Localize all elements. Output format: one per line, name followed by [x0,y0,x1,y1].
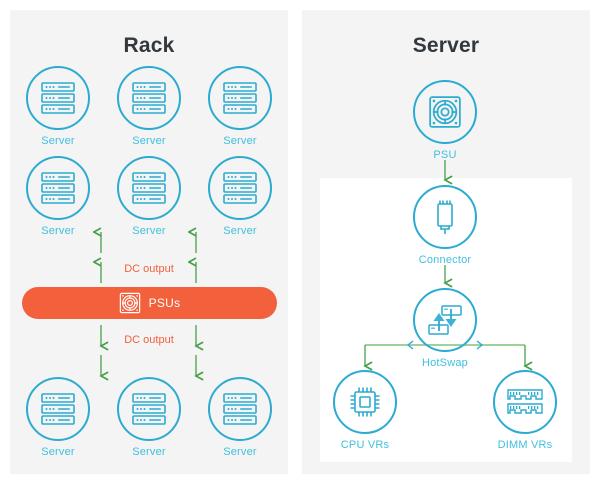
server-circle [26,156,90,220]
server-caption: Server [132,225,166,237]
rack-server-node[interactable]: Server [117,377,181,458]
server-circle [117,66,181,130]
rack-server-node[interactable]: Server [208,66,272,147]
psus-bar[interactable]: PSUs [22,287,277,319]
server-caption: Server [132,446,166,458]
hotswap-circle [413,288,477,352]
server-circle [208,66,272,130]
cpu-vrs-node[interactable]: CPU VRs [333,370,397,451]
psu-circle [413,80,477,144]
psus-label: PSUs [148,296,181,310]
rack-panel-title: Rack [123,34,175,57]
server-caption: Server [223,135,257,147]
server-caption: Server [41,135,75,147]
server-caption: Server [132,135,166,147]
psu-fan-icon [119,292,140,314]
dc-output-up-label: DC output [124,263,174,275]
connector-node[interactable]: Connector [413,185,477,266]
server-panel-title: Server [412,34,480,57]
server-circle [117,377,181,441]
server-rack-icon [132,172,166,204]
psu-caption: PSU [433,149,457,161]
server-rack-icon [41,172,75,204]
cpu-vrs-caption: CPU VRs [340,439,390,451]
rack-server-node[interactable]: Server [26,66,90,147]
dimm-vrs-circle [493,370,557,434]
dimm-vrs-caption: DIMM VRs [497,439,553,451]
psu-node[interactable]: PSU [413,80,477,161]
cpu-chip-icon [350,387,380,417]
rack-server-node[interactable]: Server [208,377,272,458]
server-caption: Server [223,225,257,237]
server-rack-icon [223,82,257,114]
server-circle [117,156,181,220]
psu-fan-icon [429,96,461,128]
server-circle [26,66,90,130]
server-caption: Server [41,446,75,458]
server-rack-icon [41,393,75,425]
server-rack-icon [223,393,257,425]
dc-output-down-label: DC output [124,334,174,346]
server-rack-icon [132,82,166,114]
hotswap-arrows-icon [428,305,462,335]
connector-plug-icon [437,200,453,234]
dimm-vrs-node[interactable]: DIMM VRs [493,370,557,451]
dimm-memory-icon [507,389,543,414]
server-rack-icon [132,393,166,425]
server-rack-icon [41,82,75,114]
hotswap-caption: HotSwap [421,357,469,369]
rack-server-node[interactable]: Server [26,377,90,458]
cpu-vrs-circle [333,370,397,434]
server-circle [26,377,90,441]
rack-server-node[interactable]: Server [208,156,272,237]
rack-server-node[interactable]: Server [26,156,90,237]
server-circle [208,377,272,441]
server-caption: Server [41,225,75,237]
server-rack-icon [223,172,257,204]
hotswap-node[interactable]: HotSwap [413,288,477,369]
server-circle [208,156,272,220]
rack-server-node[interactable]: Server [117,66,181,147]
connector-caption: Connector [418,254,472,266]
server-caption: Server [223,446,257,458]
connector-circle [413,185,477,249]
rack-server-node[interactable]: Server [117,156,181,237]
